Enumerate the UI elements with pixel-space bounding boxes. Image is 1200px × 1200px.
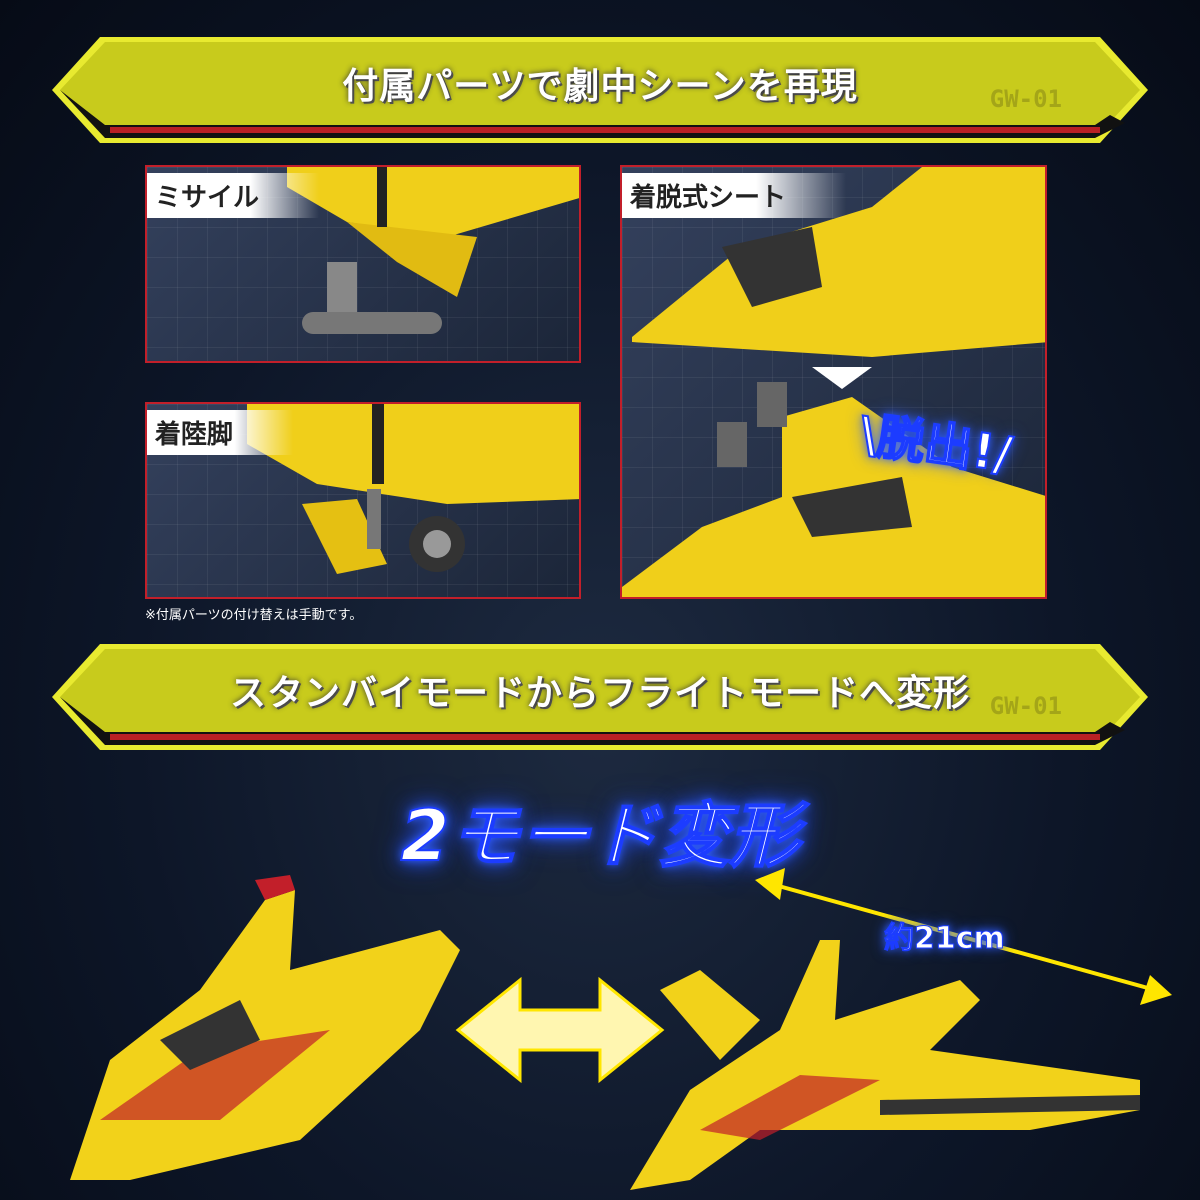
panel-label: 着脱式シート <box>622 173 847 218</box>
footnote: ※付属パーツの付け替えは手動です。 <box>145 608 363 623</box>
panel-missile: ミサイル <box>145 165 581 363</box>
ejection-seat-photo <box>622 167 1045 597</box>
panel-label: 着陸脚 <box>147 410 294 455</box>
standby-mode-model <box>70 875 460 1180</box>
panel-landing-gear: 着陸脚 <box>145 402 581 599</box>
banner-shape <box>52 644 1148 750</box>
bidirectional-arrow-icon <box>455 976 665 1084</box>
headline: 2モード変形 <box>400 794 801 878</box>
banner-title: スタンバイモードからフライトモードへ変形 <box>229 673 970 714</box>
banner-code: GW-01 <box>989 85 1062 113</box>
panel-label: ミサイル <box>147 173 320 218</box>
section-banner-transform: スタンバイモードからフライトモードへ変形 GW-01 <box>50 642 1150 752</box>
banner-code: GW-01 <box>989 692 1062 720</box>
size-arrow-icon <box>755 868 1172 1005</box>
models-illustration <box>70 868 1172 1190</box>
banner-shape <box>52 37 1148 143</box>
section-banner-accessories: 付属パーツで劇中シーンを再現 GW-01 <box>50 35 1150 145</box>
panel-ejection-seat: 着脱式シート <box>620 165 1047 599</box>
missile-photo <box>287 167 579 334</box>
flight-mode-model <box>630 940 1140 1190</box>
landing-gear-photo <box>247 404 579 574</box>
banner-title: 付属パーツで劇中シーンを再現 <box>342 66 858 107</box>
size-label: 約21cm <box>884 921 1006 957</box>
down-arrow-icon <box>812 367 872 389</box>
